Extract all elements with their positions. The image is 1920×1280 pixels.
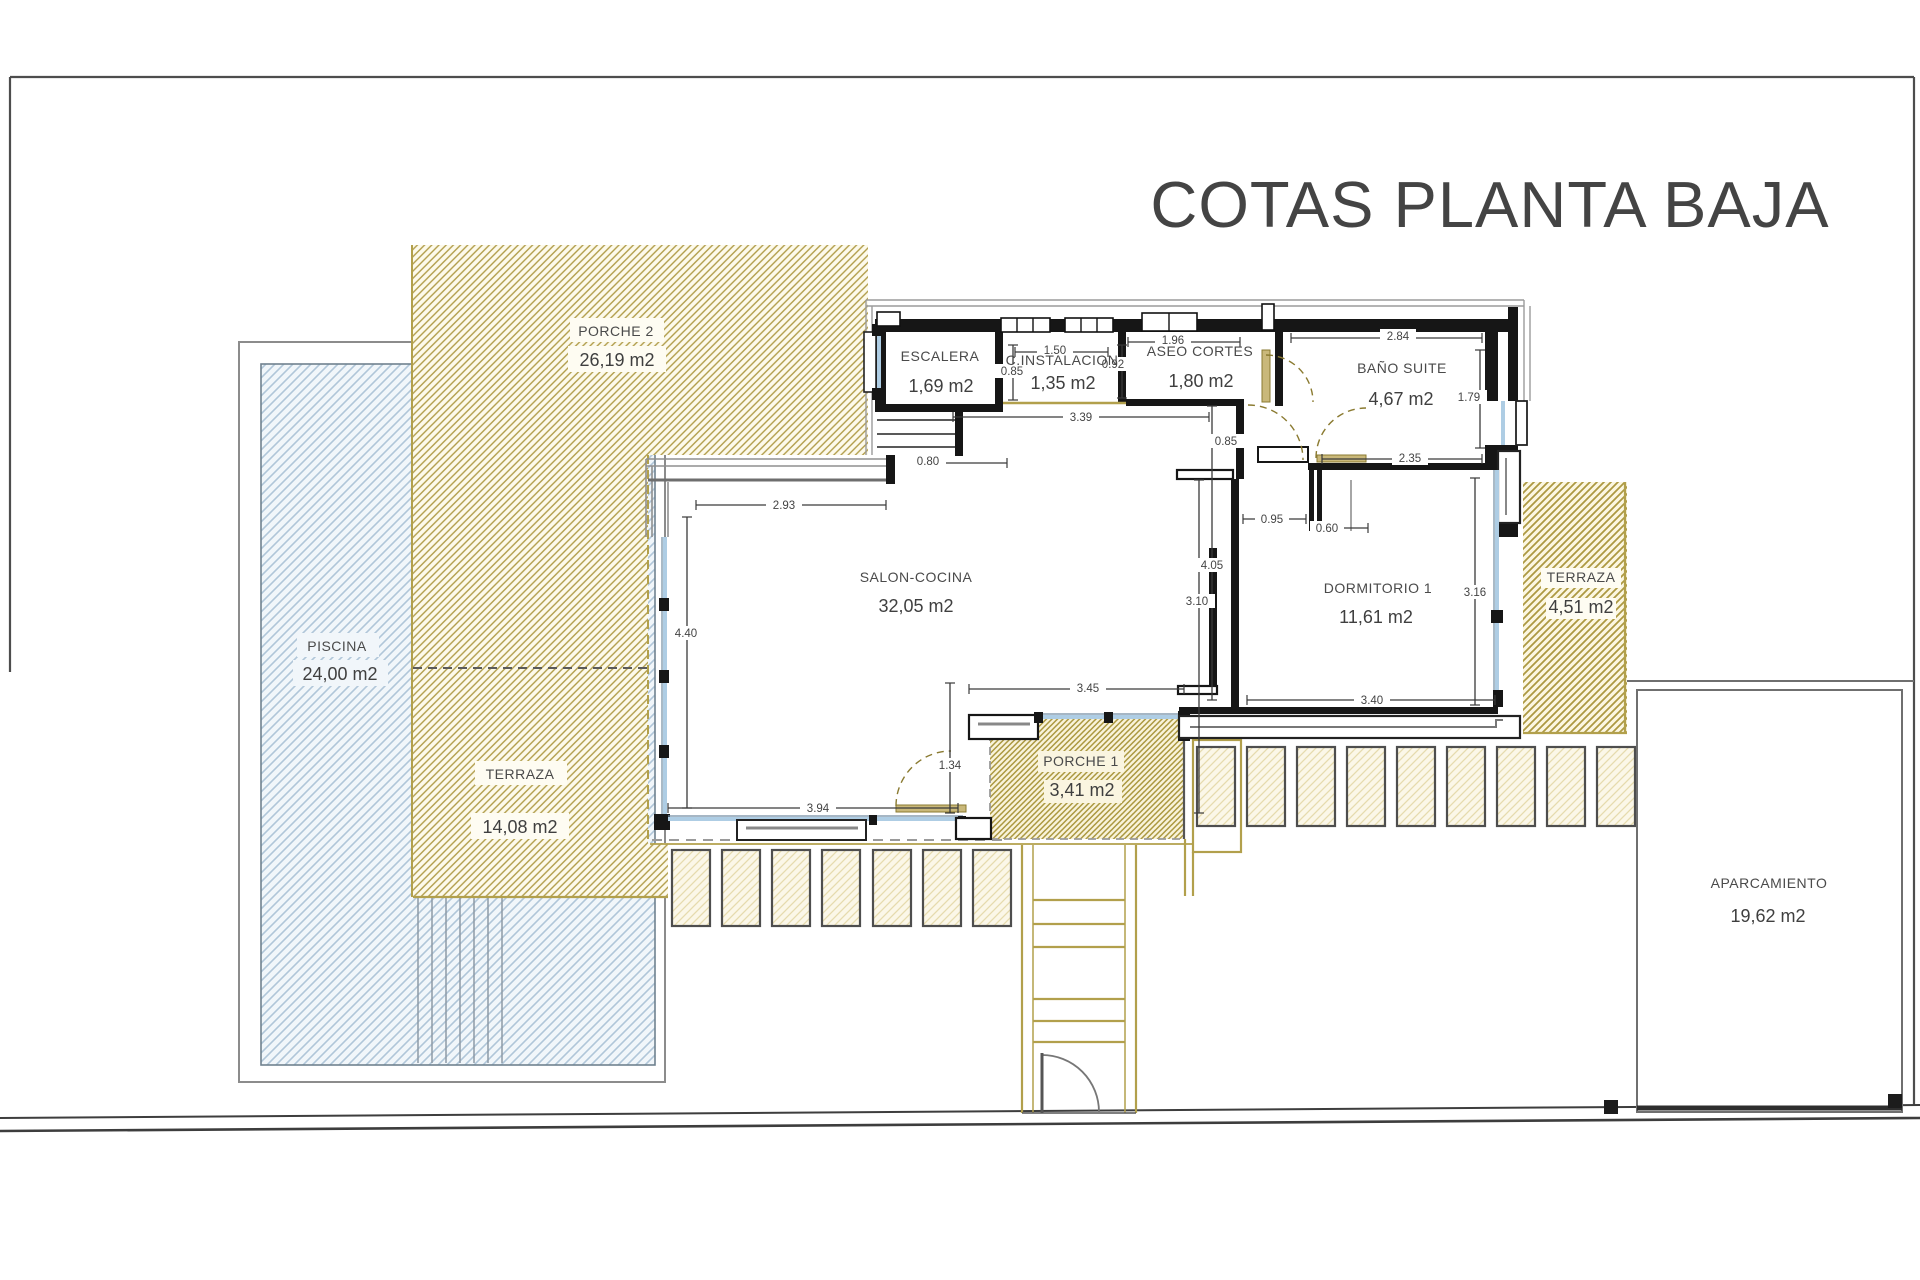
svg-text:2.93: 2.93	[773, 500, 795, 512]
svg-text:ASEO CORTES: ASEO CORTES	[1147, 343, 1253, 359]
svg-text:0.92: 0.92	[1102, 359, 1124, 371]
svg-text:PORCHE 1: PORCHE 1	[1043, 753, 1119, 769]
svg-text:APARCAMIENTO: APARCAMIENTO	[1711, 875, 1828, 891]
svg-text:SALON-COCINA: SALON-COCINA	[860, 569, 973, 585]
svg-text:0.95: 0.95	[1261, 514, 1283, 526]
svg-text:1,35 m2: 1,35 m2	[1030, 373, 1095, 393]
svg-text:32,05 m2: 32,05 m2	[878, 596, 953, 616]
svg-text:11,61 m2: 11,61 m2	[1339, 607, 1413, 627]
svg-text:1.96: 1.96	[1162, 335, 1184, 347]
svg-text:24,00 m2: 24,00 m2	[302, 664, 377, 684]
svg-text:3.40: 3.40	[1361, 695, 1383, 707]
svg-text:3.10: 3.10	[1186, 596, 1208, 608]
svg-text:1.79: 1.79	[1458, 392, 1480, 404]
svg-text:1.34: 1.34	[939, 760, 962, 772]
svg-text:4.40: 4.40	[675, 628, 697, 640]
svg-text:3.16: 3.16	[1464, 587, 1486, 599]
svg-text:0.60: 0.60	[1316, 523, 1338, 535]
svg-text:4,67 m2: 4,67 m2	[1368, 389, 1433, 409]
svg-text:C.INSTALACION: C.INSTALACION	[1006, 352, 1119, 368]
svg-text:3.45: 3.45	[1077, 683, 1099, 695]
svg-text:2.35: 2.35	[1399, 453, 1421, 465]
svg-text:DORMITORIO 1: DORMITORIO 1	[1324, 580, 1432, 596]
svg-text:TERRAZA: TERRAZA	[486, 766, 555, 782]
svg-text:3.94: 3.94	[807, 803, 830, 815]
svg-text:4.05: 4.05	[1201, 560, 1223, 572]
svg-text:2.84: 2.84	[1387, 331, 1410, 343]
svg-text:PISCINA: PISCINA	[307, 638, 367, 654]
svg-text:BAÑO SUITE: BAÑO SUITE	[1357, 360, 1447, 376]
svg-text:0.85: 0.85	[1001, 366, 1023, 378]
svg-text:1,69 m2: 1,69 m2	[908, 376, 973, 396]
svg-text:19,62 m2: 19,62 m2	[1730, 906, 1805, 926]
svg-text:0.80: 0.80	[917, 456, 939, 468]
svg-text:PORCHE 2: PORCHE 2	[578, 323, 654, 339]
svg-text:1,80 m2: 1,80 m2	[1168, 371, 1233, 391]
svg-text:0.85: 0.85	[1215, 436, 1237, 448]
svg-text:4,51 m2: 4,51 m2	[1548, 597, 1613, 617]
svg-text:TERRAZA: TERRAZA	[1547, 569, 1616, 585]
svg-text:1.50: 1.50	[1044, 345, 1066, 357]
svg-text:26,19 m2: 26,19 m2	[579, 350, 654, 370]
svg-text:14,08 m2: 14,08 m2	[482, 817, 557, 837]
svg-text:ESCALERA: ESCALERA	[901, 348, 980, 364]
svg-text:3,41 m2: 3,41 m2	[1049, 780, 1114, 800]
svg-text:3.39: 3.39	[1070, 412, 1092, 424]
svg-text:COTAS PLANTA BAJA: COTAS PLANTA BAJA	[1150, 168, 1829, 241]
